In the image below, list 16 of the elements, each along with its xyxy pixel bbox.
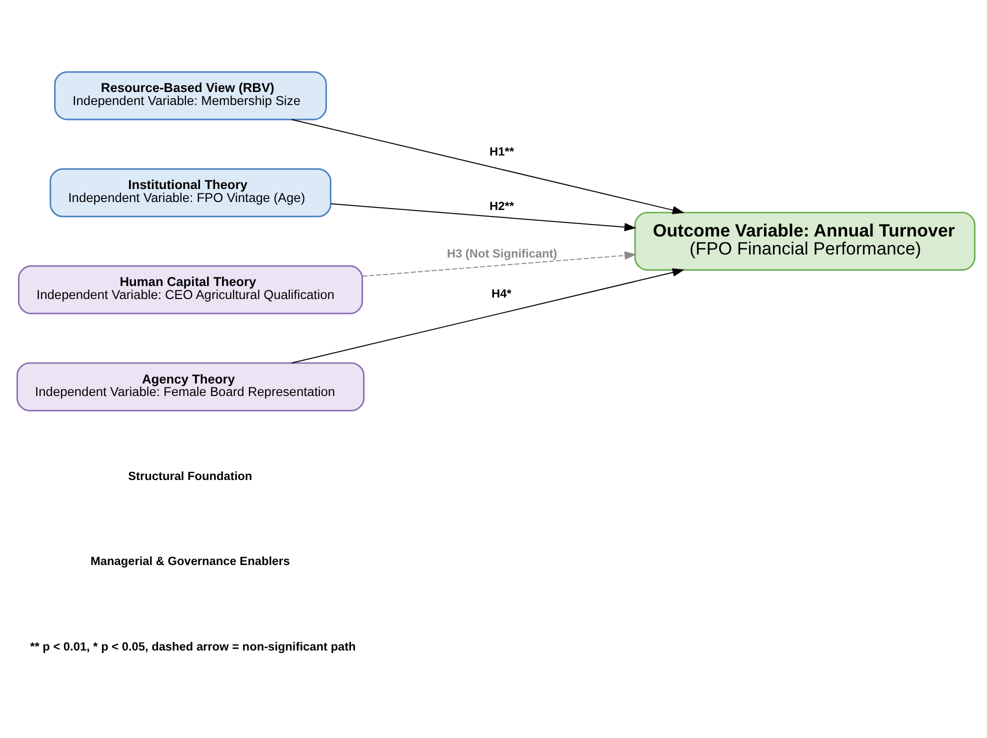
node-box: Outcome Variable: Annual Turnover (FPO Financial Performance): [634, 212, 976, 271]
label: Structural Foundation: [128, 468, 252, 483]
edge-label: H1**: [490, 144, 514, 159]
node-box: Institutional Theory Independent Variable: FPO Vintage (Age): [50, 168, 332, 218]
arrow: [362, 251, 636, 277]
edge-label: H4*: [492, 286, 512, 300]
arrow: [330, 203, 636, 232]
arrow: [291, 268, 684, 364]
node-box: Human Capital Theory Independent Variable: CEO Agricultural Qualification: [18, 265, 364, 314]
node-box: Agency Theory Independent Variable: Female Board Representation: [16, 362, 365, 412]
label: ** p < 0.01, * p < 0.05, dashed arrow = non-significant path: [30, 639, 356, 654]
arrow: [291, 119, 684, 214]
node-box: Resource-Based View (RBV) Independent Variable: Membership Size: [54, 71, 327, 120]
label: Managerial & Governance Enablers: [90, 554, 290, 568]
edge-label: H3 (Not Significant): [446, 246, 558, 261]
edge-label: H2**: [490, 199, 514, 214]
